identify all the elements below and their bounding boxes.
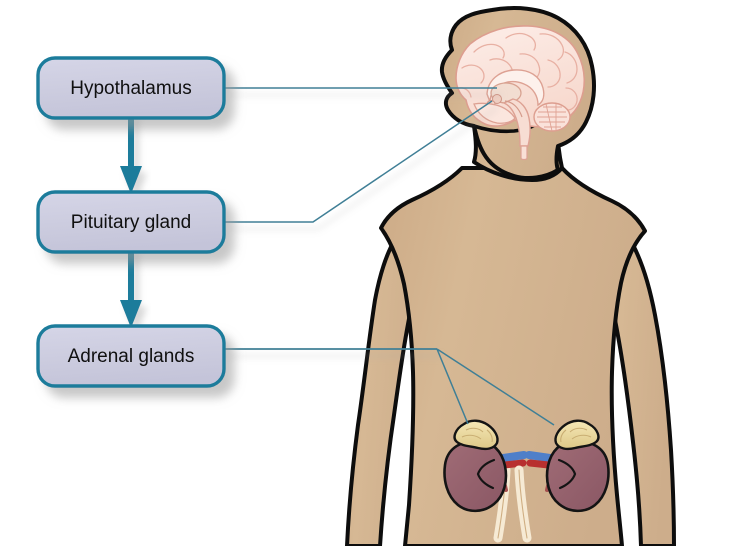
spinal-cord	[520, 145, 528, 161]
right-adrenal-gland	[554, 419, 600, 451]
flowchart-box-hypothalamus[interactable]: Hypothalamus	[36, 56, 226, 120]
hypothalamus-box-shape[interactable]	[36, 56, 226, 120]
left-adrenal-texture	[461, 427, 493, 443]
kidneys-with-adrenal-glands	[443, 419, 610, 543]
left-adrenal-gland	[453, 419, 499, 451]
flowchart-box-pituitary[interactable]: Pituitary gland	[36, 190, 226, 254]
left-kidney	[443, 439, 508, 513]
right-adrenal-texture	[560, 427, 592, 443]
pituitary-box-shape[interactable]	[36, 190, 226, 254]
left-kidney-group	[443, 419, 528, 543]
right-kidney-hilum	[557, 458, 577, 490]
adrenal-leader-branch-right	[436, 348, 555, 426]
midbrain	[504, 100, 523, 118]
flowchart-box-adrenal[interactable]: Adrenal glands	[36, 324, 226, 388]
arrow-pituitary-to-adrenal	[120, 246, 142, 328]
brain-sagittal-section	[455, 25, 586, 161]
right-kidney	[545, 439, 610, 513]
hypothalamus-region	[492, 94, 502, 104]
brainstem	[502, 98, 531, 147]
adrenal-box-shape[interactable]	[36, 324, 226, 388]
flow-arrows	[120, 112, 142, 328]
right-kidney-group	[514, 419, 610, 543]
left-kidney-hilum	[476, 458, 496, 490]
cerebellum	[533, 102, 571, 132]
right-ureter-edge	[518, 469, 528, 539]
arrow-hypothalamus-to-pituitary	[120, 112, 142, 194]
pituitary-leader-line	[224, 100, 493, 223]
adrenal-leader-branch-left	[436, 348, 469, 425]
